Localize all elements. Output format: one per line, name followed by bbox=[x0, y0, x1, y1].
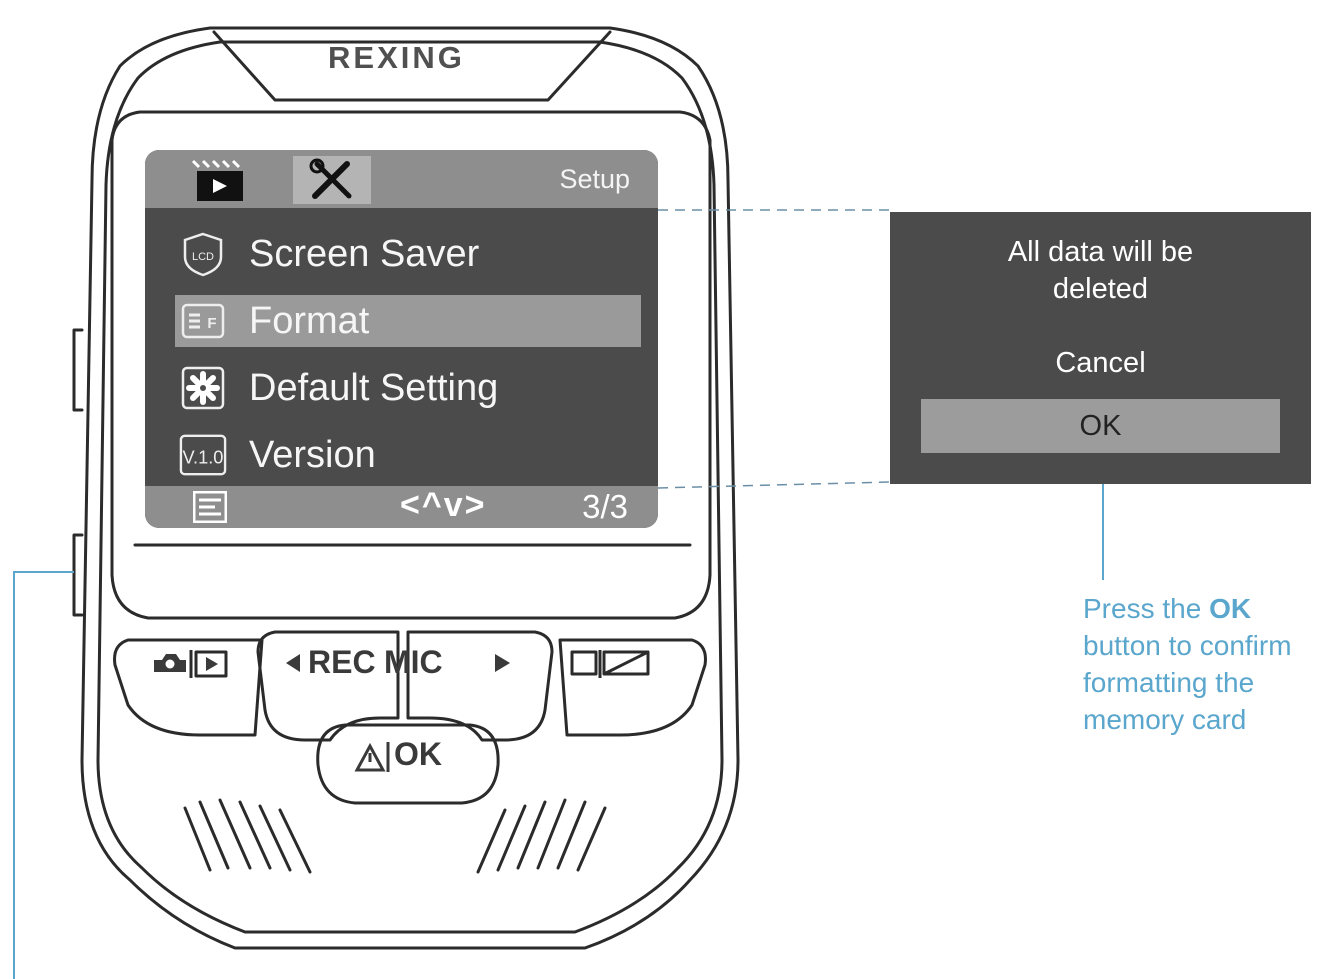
dialog-message-line1: All data will be bbox=[1007, 236, 1194, 268]
ok-button-label[interactable]: OK bbox=[394, 736, 442, 772]
format-icon-text: F bbox=[207, 315, 216, 332]
video-mode-icon[interactable] bbox=[185, 156, 255, 204]
setup-tools-icon[interactable] bbox=[293, 156, 371, 204]
gear-icon bbox=[179, 365, 227, 411]
menu-item-screen-saver[interactable]: LCD Screen Saver bbox=[175, 228, 641, 280]
page-indicator: 3/3 bbox=[582, 488, 628, 525]
screen-title: Setup bbox=[559, 164, 630, 194]
right-arrow-icon bbox=[495, 654, 510, 672]
version-icon: V.1.0 bbox=[179, 432, 227, 478]
navigation-arrows: <^v> bbox=[400, 486, 487, 524]
dialog-message-line2: deleted bbox=[1052, 273, 1149, 305]
lcd-icon-text: LCD bbox=[192, 251, 214, 263]
mic-button-label[interactable]: MIC bbox=[384, 644, 443, 680]
format-icon: F bbox=[179, 298, 227, 344]
dialog-cancel-option[interactable]: Cancel bbox=[1055, 347, 1146, 379]
playback-icon bbox=[206, 657, 218, 671]
format-confirm-dialog: All data will be deleted Cancel OK bbox=[890, 212, 1311, 484]
dialog-ok-option[interactable]: OK bbox=[921, 399, 1280, 453]
screen-bottom-bar: <^v> 3/3 bbox=[145, 486, 658, 528]
callout-text-bold: OK bbox=[1209, 593, 1252, 624]
brand-logo: REXING bbox=[328, 40, 465, 75]
menu-label-default-setting: Default Setting bbox=[249, 366, 499, 409]
menu-item-format[interactable]: F Format bbox=[175, 295, 641, 347]
lcd-icon: LCD bbox=[179, 231, 227, 277]
rec-button-label[interactable]: REC bbox=[308, 644, 376, 680]
version-icon-text: V.1.0 bbox=[183, 447, 224, 468]
menu-label-format: Format bbox=[249, 299, 370, 342]
menu-item-default-setting[interactable]: Default Setting bbox=[175, 362, 641, 414]
emergency-icon bbox=[354, 742, 390, 772]
dialog-message: All data will be deleted bbox=[890, 234, 1311, 308]
left-arrow-icon bbox=[286, 654, 300, 672]
menu-label-version: Version bbox=[249, 433, 376, 476]
menu-list-icon bbox=[193, 491, 227, 523]
menu-label-screen-saver: Screen Saver bbox=[249, 232, 480, 275]
device-screen: Setup LCD Screen Saver F Format bbox=[145, 150, 658, 528]
callout-text-before: Press the bbox=[1083, 593, 1210, 624]
instruction-callout: Press the OK button to confirm formattin… bbox=[1083, 590, 1323, 738]
callout-text-after: button to confirm formatting the memory … bbox=[1083, 630, 1292, 735]
screen-top-bar: Setup bbox=[145, 150, 658, 208]
menu-item-version[interactable]: V.1.0 Version bbox=[175, 429, 641, 481]
